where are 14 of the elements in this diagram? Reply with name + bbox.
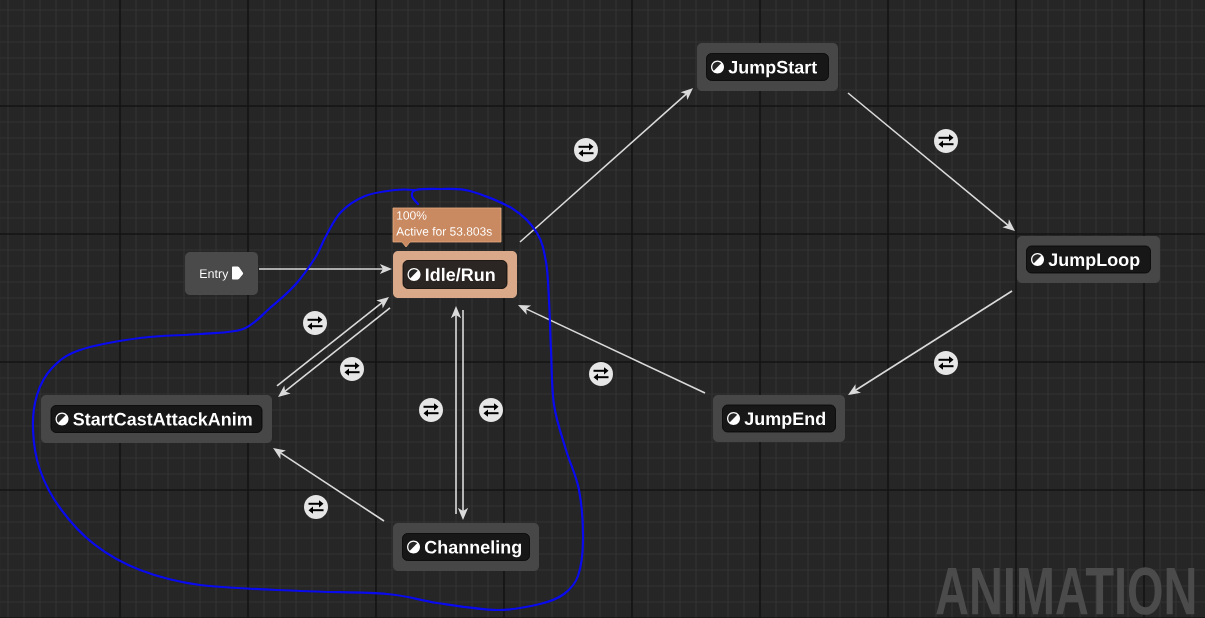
state-box: Channeling [393, 523, 539, 571]
tooltip: 100% Active for 53.803s [392, 207, 502, 248]
state-box: JumpEnd [713, 395, 845, 442]
arrow [519, 88, 693, 243]
state-box: Idle/Run [393, 251, 517, 298]
arrow [848, 290, 1013, 395]
arrow [278, 307, 391, 397]
state-box: StartCastAttackAnim [41, 395, 272, 443]
arrow [273, 448, 385, 522]
entry-box: Entry [185, 252, 258, 295]
arrow [276, 297, 389, 387]
arrow [847, 92, 1015, 231]
state-box: JumpStart [697, 43, 838, 91]
state-box: JumpLoop [1017, 236, 1160, 283]
